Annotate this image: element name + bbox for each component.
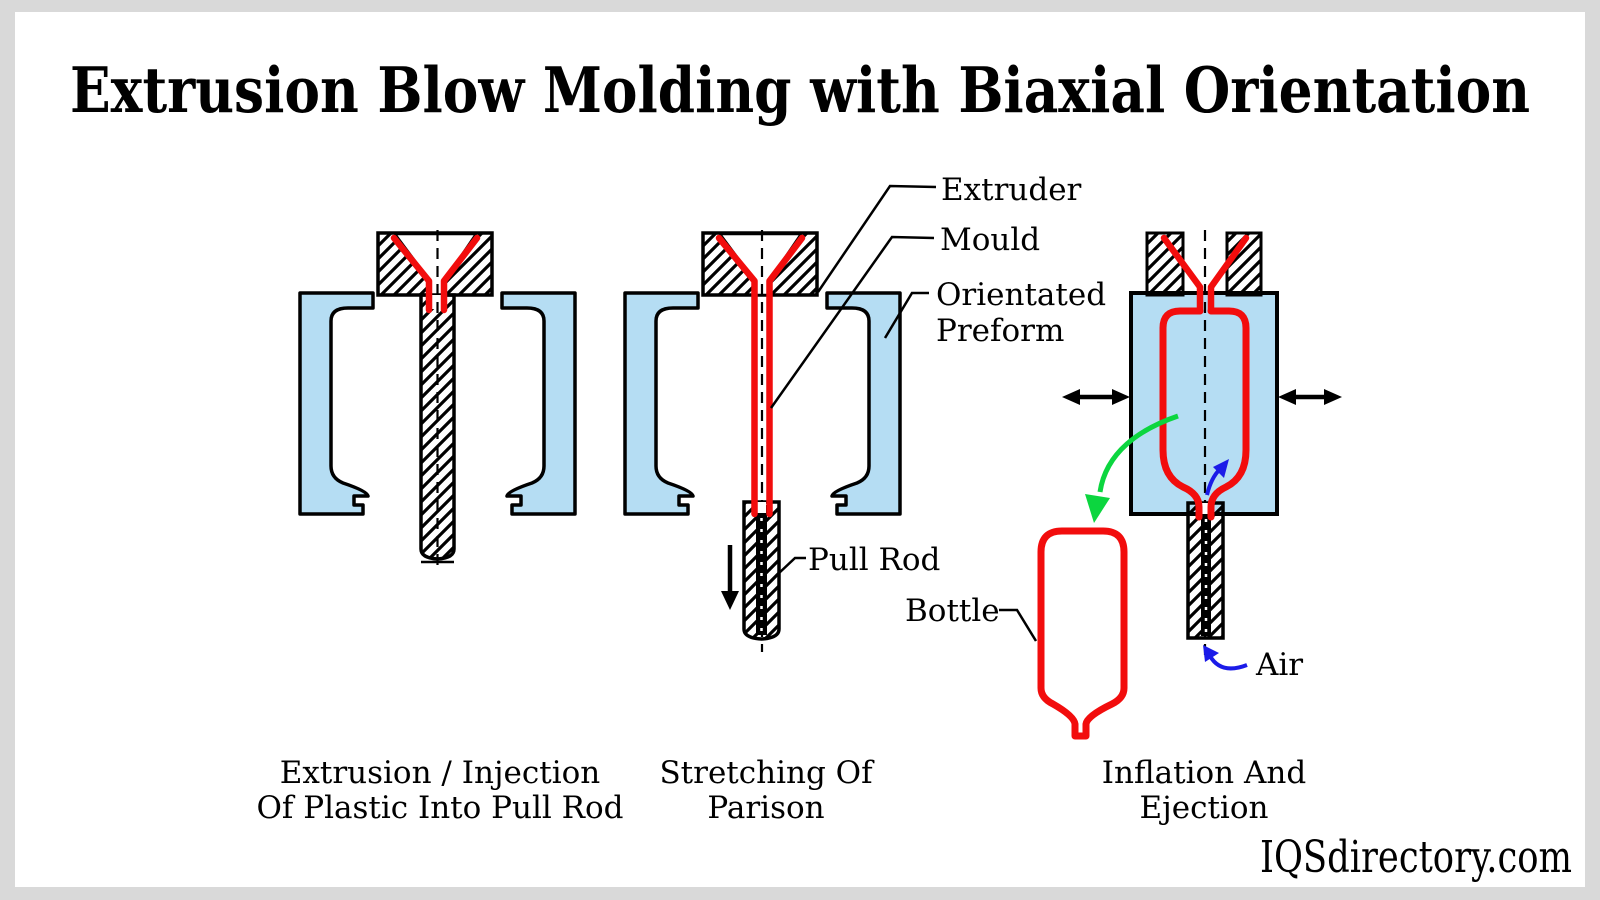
parison-stage3-left (1160, 234, 1204, 315)
mould-label: Mould (940, 222, 1040, 258)
rod-core-stripe (756, 505, 767, 635)
orientated-preform-label-line2: Preform (936, 313, 1064, 349)
air-label: Air (1255, 647, 1303, 683)
parison-stage1-right (440, 234, 481, 314)
stage1-caption-line1: Extrusion / Injection (280, 755, 601, 791)
open-arrows (1062, 389, 1342, 405)
stage2-caption-line1: Stretching Of (659, 755, 875, 791)
canvas-card (15, 12, 1585, 887)
stage2-caption-line2: Parison (707, 790, 824, 826)
rod-slit-white (757, 502, 766, 513)
bottle-label: Bottle (905, 593, 1000, 629)
parison-stage2-left (715, 234, 758, 518)
mold-left-half (298, 291, 375, 516)
parison-stage2-right (766, 234, 806, 518)
rod-slit-white (1200, 503, 1211, 514)
extruder-label: Extruder (941, 172, 1082, 208)
right-arrowhead-out (1324, 389, 1342, 405)
inflated-bottle-right-wall (1207, 307, 1250, 521)
callout-leaders (769, 184, 1038, 642)
left-arrowhead-in (1112, 389, 1130, 405)
rod-core-stripe (1201, 506, 1211, 636)
stage2-diagram (623, 230, 902, 652)
ejected-bottle-outline (1037, 527, 1128, 740)
left-arrowhead-out (1062, 389, 1080, 405)
preform-leader-line (883, 291, 929, 339)
pull-rod-label: Pull Rod (808, 542, 940, 578)
right-arrowhead-in (1278, 389, 1296, 405)
air-arrow-outer-head (1203, 645, 1219, 662)
parison-stage3-right (1207, 234, 1250, 315)
page-title: Extrusion Blow Molding with Biaxial Orie… (70, 53, 1530, 127)
stage3-caption-line2: Ejection (1140, 790, 1269, 826)
extruder-leader-line (816, 184, 937, 293)
bottle-leader-line (999, 608, 1038, 642)
air-arrow-outer-curve (1208, 654, 1248, 671)
pull-down-arrow (721, 545, 739, 610)
air-arrow-inner-head (1213, 459, 1229, 478)
eject-arrow-curve (1097, 413, 1179, 493)
parison-stage1-left (390, 234, 433, 314)
mold-halves-open-2 (623, 291, 902, 516)
eject-arrow (1085, 413, 1179, 523)
molten-plastic (390, 234, 1250, 740)
mold-left-half (623, 291, 700, 516)
stage3-caption-line1: Inflation And (1102, 755, 1306, 791)
inflated-bottle-left-wall (1159, 307, 1204, 521)
mould-leader-line (769, 235, 935, 409)
stage1-diagram (298, 230, 577, 571)
stage1-caption-line2: Of Plastic Into Pull Rod (256, 790, 623, 826)
air-arrows (1203, 459, 1248, 671)
watermark: IQSdirectory.com (1260, 832, 1572, 883)
orientated-preform-label-line1: Orientated (936, 277, 1106, 313)
pull-down-arrow-head (721, 591, 739, 610)
pull-rod-leader-line (777, 556, 806, 575)
eject-arrow-head (1085, 494, 1110, 523)
mold-halves-open (298, 291, 577, 516)
mold-right-half (825, 291, 902, 516)
mold-right-half (500, 291, 577, 516)
